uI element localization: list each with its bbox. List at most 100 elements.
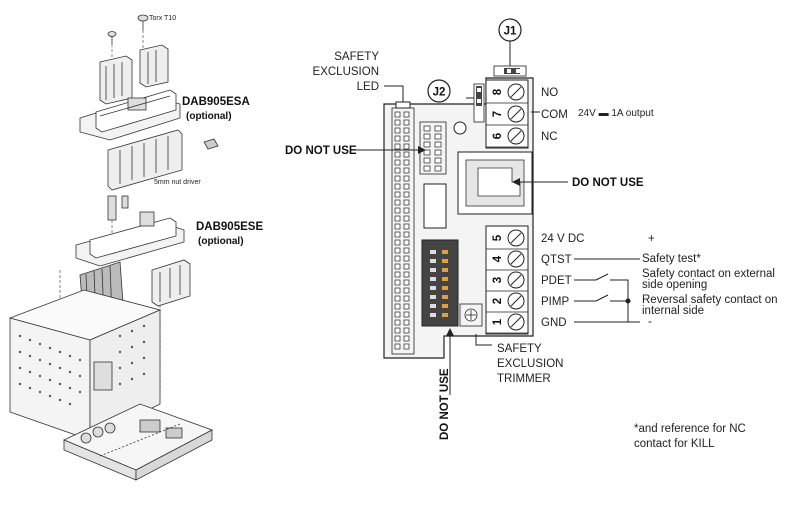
connector-pin — [423, 141, 431, 148]
dark-header-pin — [442, 313, 448, 317]
dab905esa-connectors — [99, 44, 169, 105]
terminal-label: QTST — [541, 254, 572, 266]
header-pin — [403, 311, 410, 318]
terminal-label: PIMP — [541, 296, 569, 308]
header-pin — [394, 215, 401, 222]
jumper-pin — [477, 88, 481, 92]
connector-pin — [423, 157, 431, 164]
header-pin — [403, 207, 410, 214]
jumper-pin — [516, 69, 520, 73]
header-pin — [403, 135, 410, 142]
header-pin — [403, 223, 410, 230]
header-pin — [403, 199, 410, 206]
dab905ese-title: DAB905ESE — [196, 221, 263, 233]
connector-pin — [423, 165, 431, 172]
dab905ese-optional: (optional) — [198, 236, 244, 247]
header-pin — [394, 239, 401, 246]
connector-pin — [434, 165, 442, 172]
header-pin — [403, 295, 410, 302]
jumper-pin — [477, 99, 481, 103]
header-pin — [403, 343, 410, 350]
header-pin — [394, 183, 401, 190]
j2-badge: J2 — [427, 79, 451, 103]
header-pin — [403, 167, 410, 174]
jumper-pin — [477, 110, 481, 114]
terminal-number: 1 — [492, 318, 504, 325]
header-pin — [394, 287, 401, 294]
relay-terminal-6: 6 NC — [486, 127, 558, 148]
header-pin — [403, 271, 410, 278]
header-pin — [403, 175, 410, 182]
connector-pin — [423, 133, 431, 140]
dark-header-pin — [430, 259, 436, 263]
header-pin — [394, 191, 401, 198]
terminal-label: PDET — [541, 275, 572, 287]
dab905esa-optional: (optional) — [186, 111, 232, 122]
safety-led-label-1: SAFETY — [334, 51, 379, 63]
header-pin — [403, 279, 410, 286]
header-pin — [394, 175, 401, 182]
header-pin — [403, 247, 410, 254]
connector-pin — [423, 149, 431, 156]
safety-exclusion-led — [395, 101, 411, 109]
nut-driver-label: 5mm nut driver — [154, 179, 201, 186]
header-pin — [403, 319, 410, 326]
leader-lines — [355, 40, 568, 395]
torx-screw-icon — [137, 14, 149, 30]
terminal-description-cont: side opening — [642, 279, 707, 291]
connector-pin — [434, 141, 442, 148]
main-circuit-board — [63, 403, 213, 481]
terminal-strip-middle — [107, 129, 183, 191]
rj-socket — [457, 151, 533, 215]
header-pin — [394, 319, 401, 326]
dark-header-pin — [430, 268, 436, 272]
j2-label: J2 — [433, 87, 446, 99]
terminal-description: Safety test* — [642, 253, 701, 265]
dark-header-pins — [430, 250, 448, 317]
do-not-use-left: DO NOT USE — [285, 145, 357, 157]
header-pin — [403, 327, 410, 334]
do-not-use-vertical: DO NOT USE — [439, 368, 451, 440]
terminal-label: NO — [541, 87, 558, 99]
j2-pins — [477, 88, 481, 114]
do-not-use-right: DO NOT USE — [572, 177, 644, 189]
header-pin — [403, 303, 410, 310]
header-pin — [394, 335, 401, 342]
dark-header-pin — [442, 250, 448, 254]
terminal-number: 6 — [492, 133, 504, 139]
torx-label: Torx T10 — [149, 15, 176, 22]
dark-header-pin — [430, 286, 436, 290]
header-pin — [394, 111, 401, 118]
header-pin — [394, 231, 401, 238]
clip-icon — [203, 138, 219, 150]
dark-header-pin — [442, 268, 448, 272]
header-pin — [394, 343, 401, 350]
connector-pin — [434, 157, 442, 164]
header-pin — [403, 231, 410, 238]
header-pin — [394, 151, 401, 158]
header-pin — [394, 279, 401, 286]
j1-label: J1 — [504, 26, 517, 38]
terminal-number: 2 — [492, 298, 504, 304]
header-pin — [394, 135, 401, 142]
dab905esa-board — [79, 89, 181, 141]
terminal-label: NC — [541, 131, 558, 143]
trimmer-label-2: EXCLUSION — [497, 358, 563, 370]
dark-header — [421, 239, 459, 327]
header-pin — [403, 239, 410, 246]
terminal-number: 5 — [492, 234, 504, 241]
jumper-pin — [507, 69, 511, 73]
trimmer-icon — [459, 303, 483, 327]
header-pin — [394, 247, 401, 254]
board-cutout — [423, 183, 447, 229]
dark-header-pin — [442, 295, 448, 299]
header-pin — [394, 159, 401, 166]
dark-header-pin — [430, 313, 436, 317]
header-pin — [403, 191, 410, 198]
header-pin — [394, 311, 401, 318]
